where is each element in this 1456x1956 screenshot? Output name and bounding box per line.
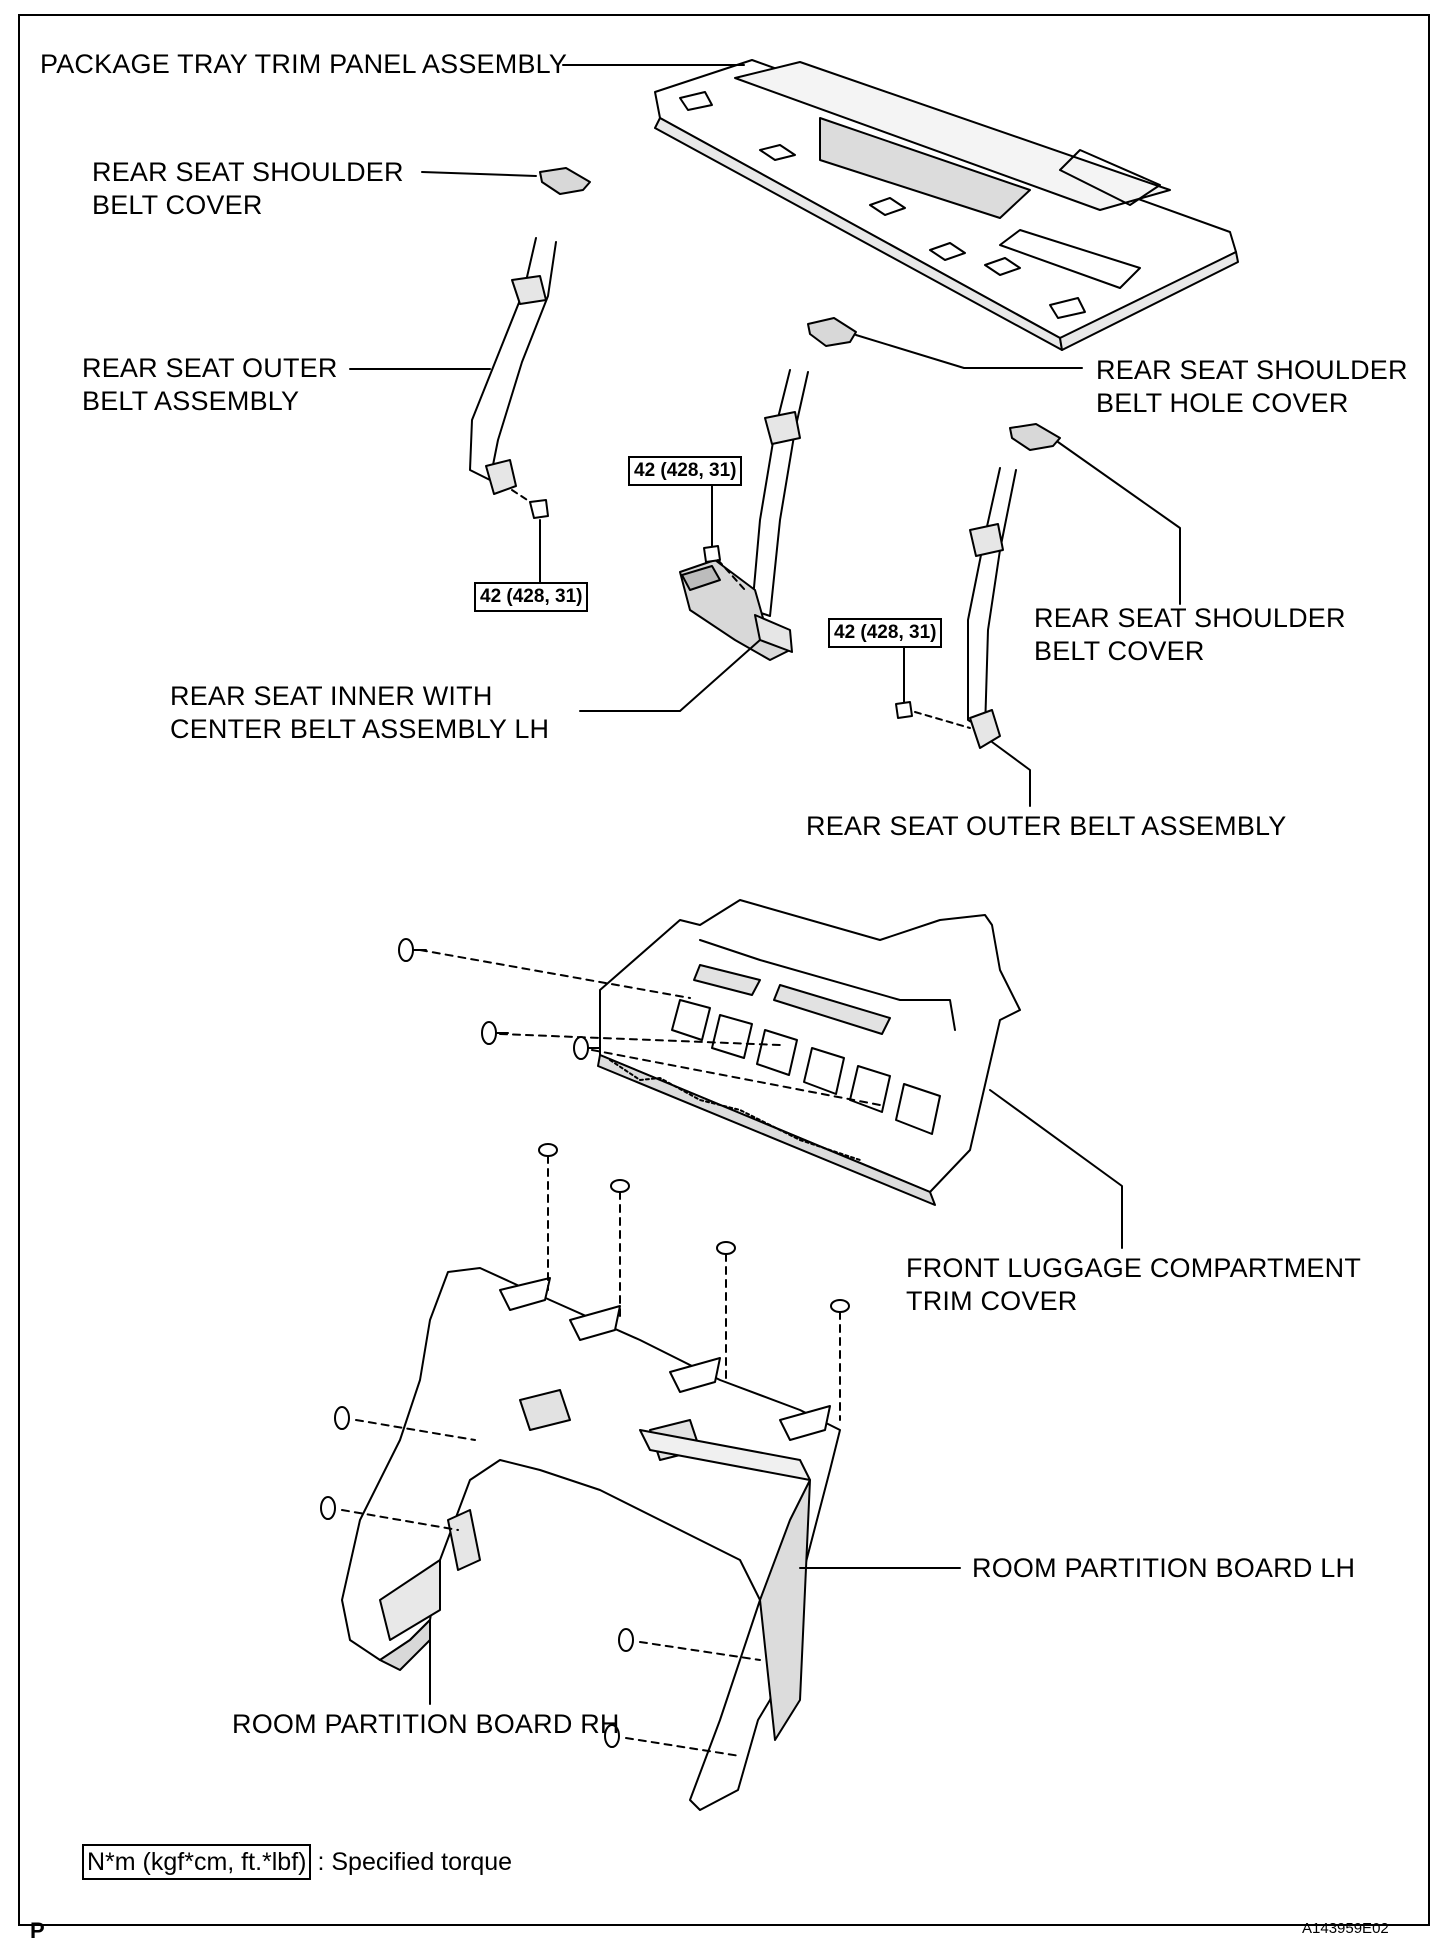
outer-belt-left-part (469, 237, 557, 583)
label-shoulder-belt-hole-cover: REAR SEAT SHOULDER BELT HOLE COVER (1096, 355, 1408, 418)
leader-outer-belt-right (991, 741, 1031, 807)
torque-badge-outer-right: 42 (428, 31) (828, 618, 943, 648)
partition-clips-vertical (538, 1143, 850, 1421)
leader-shoulder-belt-hole-cover (855, 334, 1083, 369)
label-inner-center-belt: REAR SEAT INNER WITH CENTER BELT ASSEMBL… (170, 681, 550, 744)
leader-front-luggage-cover (989, 1089, 1123, 1249)
outer-belt-right-part (895, 467, 1017, 749)
partition-clips-horizontal (320, 1406, 761, 1757)
shoulder-belt-cover-right-part (1009, 423, 1061, 451)
package-tray-trim-panel (654, 59, 1239, 351)
room-partition-boards-part (341, 1267, 841, 1811)
fastener-line-1 (419, 949, 691, 999)
legend-text: : Specified torque (317, 1848, 513, 1876)
label-outer-belt-left: REAR SEAT OUTER BELT ASSEMBLY (82, 353, 338, 416)
shoulder-belt-cover-left-part (539, 167, 591, 195)
label-shoulder-belt-cover-right: REAR SEAT SHOULDER BELT COVER (1034, 603, 1346, 666)
label-partition-rh: ROOM PARTITION BOARD RH (232, 1709, 620, 1739)
label-front-luggage-cover: FRONT LUGGAGE COMPARTMENT TRIM COVER (906, 1253, 1362, 1316)
inner-center-belt-part (679, 369, 809, 661)
fastener-line-3 (591, 1049, 881, 1106)
label-shoulder-belt-cover-left: REAR SEAT SHOULDER BELT COVER (92, 157, 404, 220)
leader-shoulder-belt-cover-left (421, 171, 537, 177)
figure-code: A143959E02 (1302, 1920, 1389, 1937)
leader-shoulder-belt-cover-right (1057, 441, 1181, 605)
shoulder-belt-hole-cover-part (807, 317, 857, 347)
legend-unit-box: N*m (kgf*cm, ft.*lbf) (82, 1844, 312, 1880)
corner-mark: P (30, 1918, 45, 1943)
label-outer-belt-right: REAR SEAT OUTER BELT ASSEMBLY (806, 811, 1287, 841)
torque-badge-inner-center: 42 (428, 31) (628, 456, 743, 486)
trim-cover-clips (398, 938, 601, 1060)
torque-legend: N*m (kgf*cm, ft.*lbf) : Specified torque (82, 1844, 512, 1880)
label-package-tray-trim-panel: PACKAGE TRAY TRIM PANEL ASSEMBLY (40, 49, 568, 79)
label-partition-lh: ROOM PARTITION BOARD LH (972, 1553, 1356, 1583)
front-luggage-compartment-trim-cover-part (597, 899, 1021, 1206)
diagram-frame (18, 14, 1430, 1926)
leader-inner-center-belt (579, 639, 761, 712)
torque-badge-outer-left: 42 (428, 31) (474, 582, 589, 612)
fastener-line-2 (499, 1033, 781, 1046)
